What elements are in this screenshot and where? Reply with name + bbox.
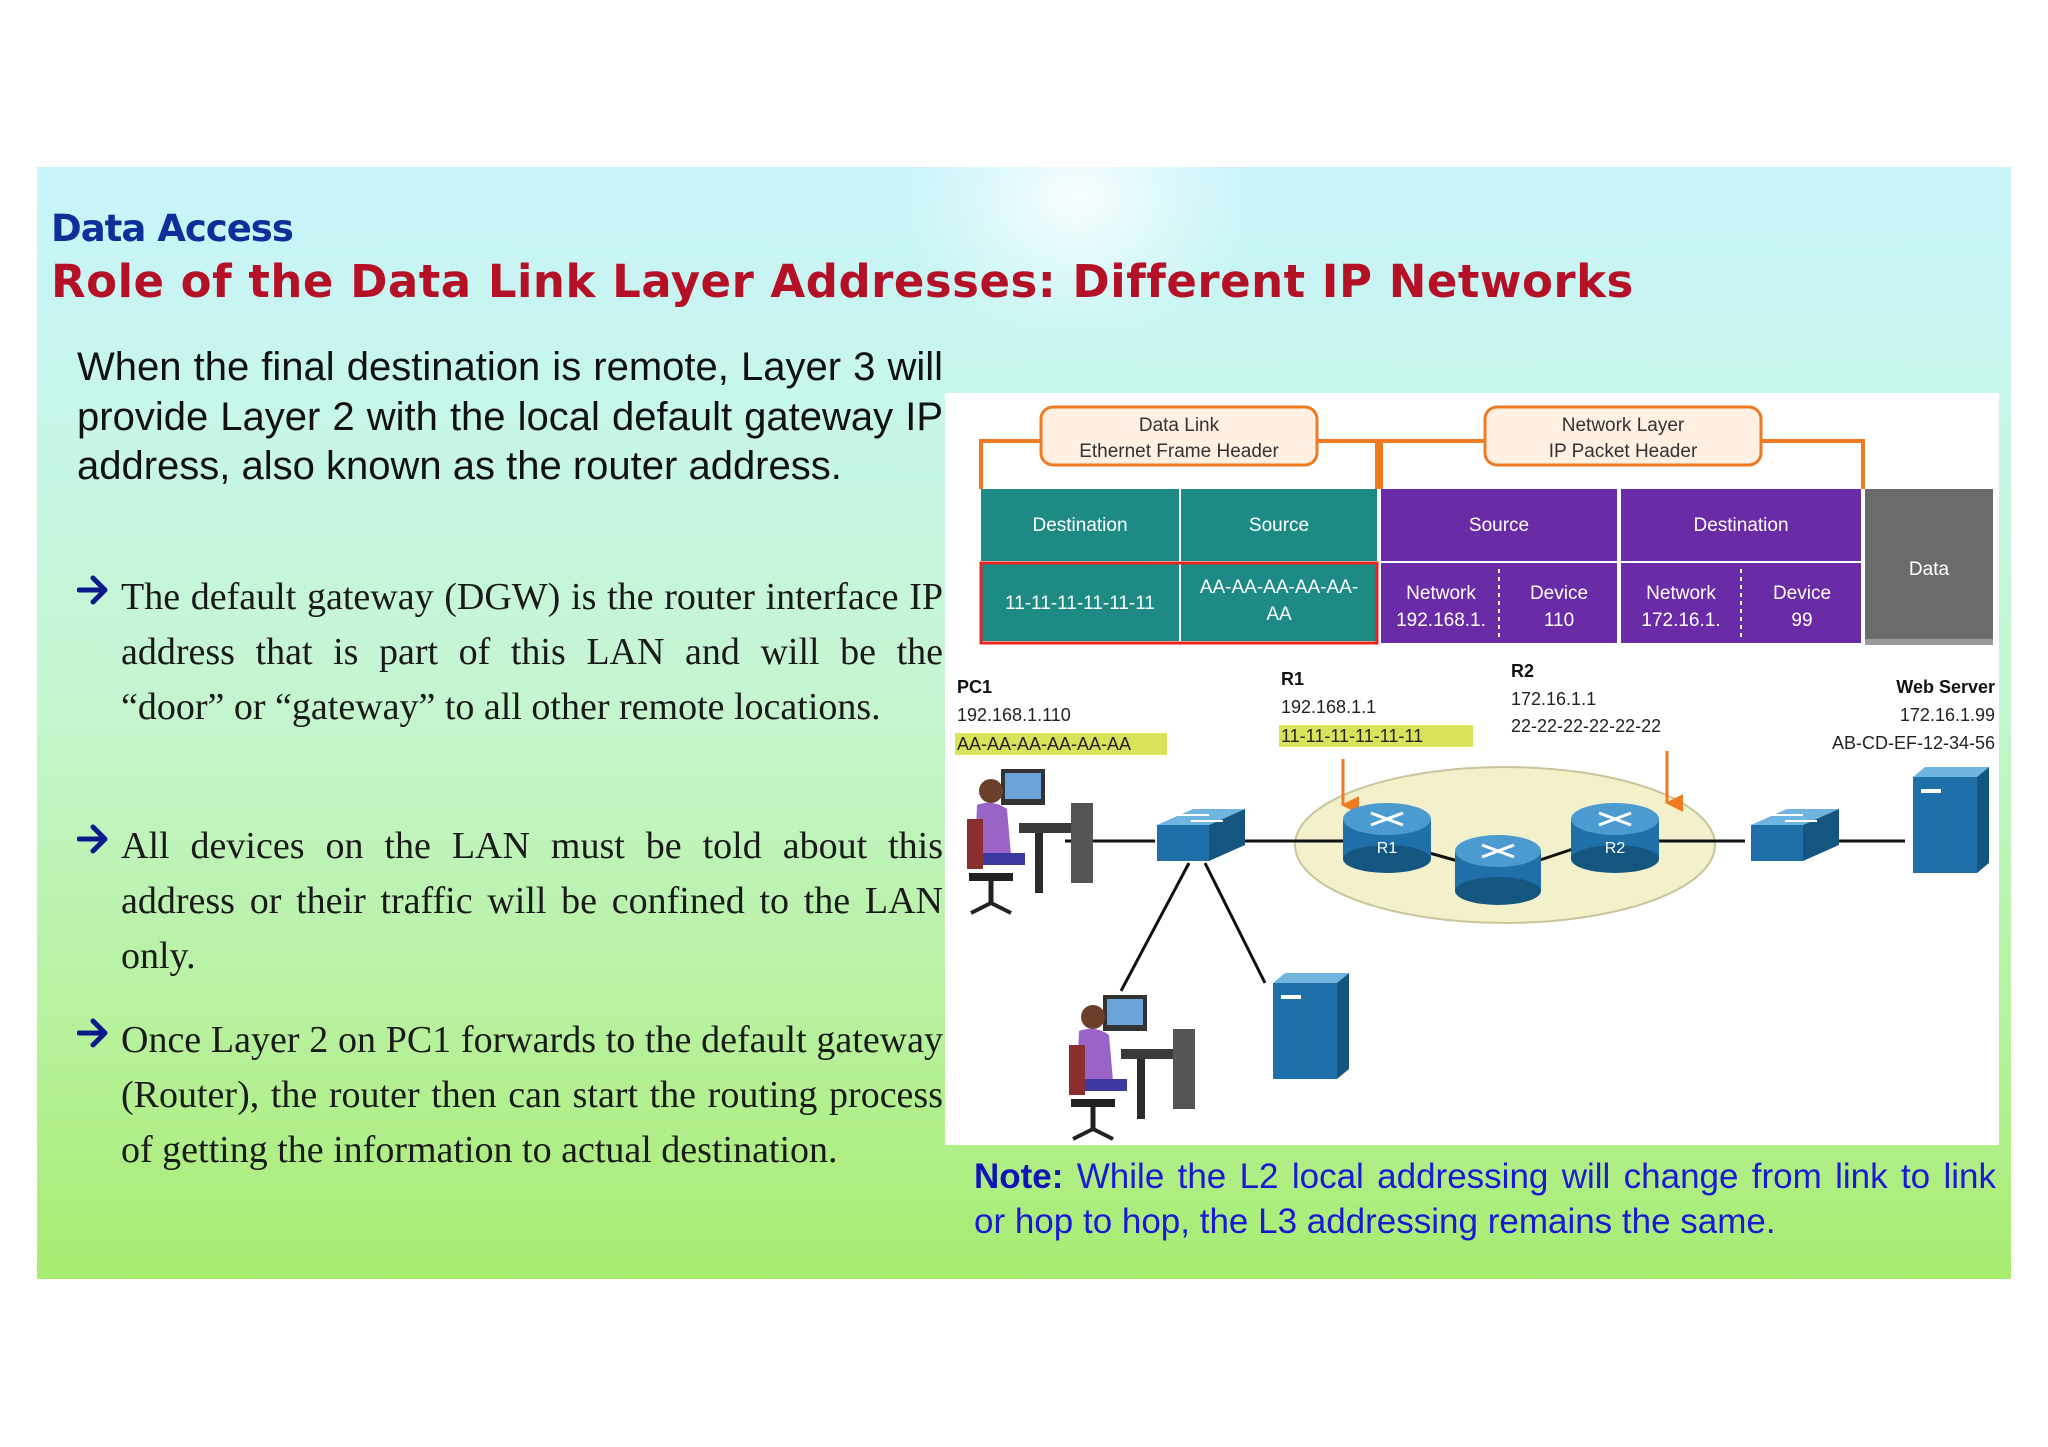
- bullet-item: Once Layer 2 on PC1 forwards to the defa…: [77, 1013, 943, 1178]
- pc1-mac: AA-AA-AA-AA-AA-AA: [957, 734, 1131, 754]
- dest-device-value: 99: [1791, 610, 1812, 631]
- r2-name: R2: [1511, 661, 1534, 681]
- bullet-text: The default gateway (DGW) is the router …: [121, 576, 943, 728]
- r2-router-label: R2: [1605, 840, 1626, 857]
- pc2-workstation-icon: [1069, 995, 1195, 1141]
- pc1-ip: 192.168.1.110: [957, 705, 1071, 725]
- dest-network-value: 172.16.1.: [1641, 610, 1720, 631]
- server-name: Web Server: [1896, 677, 1995, 697]
- r1-router-label: R1: [1377, 840, 1398, 857]
- r1-mac: 11-11-11-11-11-11: [1281, 726, 1423, 746]
- data-link-label: Data Link: [1139, 415, 1220, 436]
- r1-ip: 192.168.1.1: [1281, 697, 1376, 717]
- lan-server-icon: [1273, 973, 1349, 1079]
- src-mac-value-line2: AA: [1266, 604, 1292, 625]
- network-layer-label: Network Layer: [1562, 415, 1685, 436]
- server-ip: 172.16.1.99: [1900, 705, 1995, 725]
- frame-dest-label: Destination: [1032, 515, 1127, 536]
- r2-label-group: R2 172.16.1.1 22-22-22-22-22-22: [1511, 661, 1661, 736]
- bullet-item: All devices on the LAN must be told abou…: [77, 819, 943, 984]
- r1-name: R1: [1281, 669, 1304, 689]
- frame-src-label: Source: [1249, 515, 1309, 536]
- dest-device-label: Device: [1773, 583, 1831, 604]
- remote-switch-icon: [1751, 809, 1839, 861]
- ip-dest-label: Destination: [1693, 515, 1788, 536]
- data-block: Data: [1865, 489, 1993, 645]
- src-device-value: 110: [1544, 610, 1574, 631]
- pc1-workstation-icon: [967, 769, 1093, 915]
- r1-router-icon: R1: [1343, 803, 1431, 873]
- intro-paragraph: When the final destination is remote, La…: [77, 345, 943, 488]
- network-diagram: Data Link Ethernet Frame Header Network …: [945, 393, 1999, 1145]
- data-link-header-bracket: Data Link Ethernet Frame Header: [979, 405, 1379, 489]
- src-device-label: Device: [1530, 583, 1588, 604]
- ip-header-label: IP Packet Header: [1549, 441, 1698, 462]
- bullet-text: All devices on the LAN must be told abou…: [121, 825, 943, 977]
- ethernet-header-label: Ethernet Frame Header: [1079, 441, 1279, 462]
- dest-network-label: Network: [1646, 583, 1716, 604]
- dest-mac-value: 11-11-11-11-11-11: [1005, 593, 1155, 614]
- r2-mac: 22-22-22-22-22-22: [1511, 716, 1661, 736]
- note-paragraph: Note: While the L2 local addressing will…: [974, 1154, 1996, 1244]
- r2-router-icon: R2: [1571, 803, 1659, 873]
- slide: Data Access Role of the Data Link Layer …: [37, 167, 2011, 1279]
- r2-ip: 172.16.1.1: [1511, 689, 1596, 709]
- arrow-right-icon: [77, 1018, 108, 1048]
- page-title: Role of the Data Link Layer Addresses: D…: [51, 255, 1634, 308]
- arrow-right-icon: [77, 824, 108, 854]
- src-network-value: 192.168.1.: [1396, 610, 1486, 631]
- web-server-icon: [1913, 767, 1989, 873]
- ip-src-label: Source: [1469, 515, 1529, 536]
- r1-label-group: R1 192.168.1.1 11-11-11-11-11-11: [1279, 669, 1473, 747]
- bullet-item: The default gateway (DGW) is the router …: [77, 570, 943, 735]
- frame-header-row: Destination Source Source Destination: [981, 489, 1861, 561]
- src-mac-value-line1: AA-AA-AA-AA-AA-: [1200, 577, 1358, 598]
- src-network-label: Network: [1406, 583, 1476, 604]
- server-mac: AB-CD-EF-12-34-56: [1832, 733, 1995, 753]
- core-router-icon: [1455, 835, 1541, 905]
- frame-value-row: 11-11-11-11-11-11 AA-AA-AA-AA-AA- AA Net…: [979, 561, 1861, 645]
- bullet-text: Once Layer 2 on PC1 forwards to the defa…: [121, 1019, 943, 1171]
- note-text: While the L2 local addressing will chang…: [974, 1157, 1996, 1241]
- server-label-group: Web Server 172.16.1.99 AB-CD-EF-12-34-56: [1832, 677, 1995, 753]
- network-layer-header-bracket: Network Layer IP Packet Header: [1379, 405, 1865, 489]
- section-title: Data Access: [51, 207, 294, 250]
- pc1-name: PC1: [957, 677, 992, 697]
- data-label: Data: [1909, 559, 1950, 580]
- note-label: Note:: [974, 1157, 1064, 1196]
- arrow-right-icon: [77, 575, 108, 605]
- pc1-label-group: PC1 192.168.1.110 AA-AA-AA-AA-AA-AA: [955, 677, 1167, 755]
- lan-switch-icon: [1157, 809, 1245, 861]
